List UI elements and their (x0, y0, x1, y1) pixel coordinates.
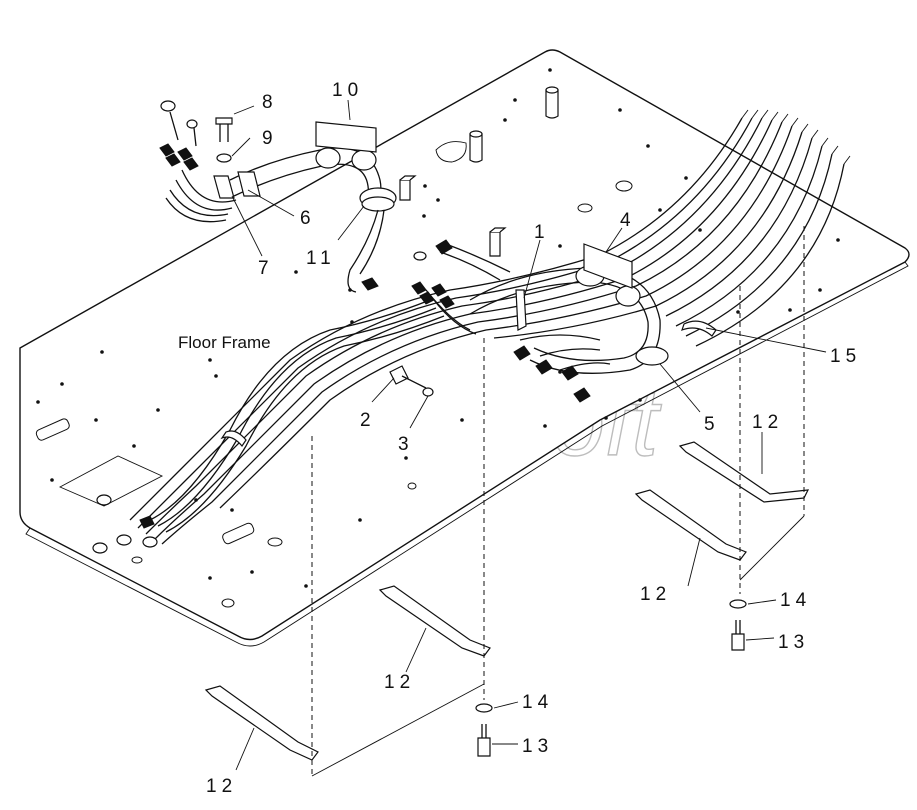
terminal-lugs (92, 494, 158, 554)
callout-14-left: 14 (522, 692, 553, 713)
callout-4: 4 (620, 210, 636, 231)
standoff-posts (399, 86, 559, 257)
callout-6: 6 (300, 208, 316, 229)
callout-13-right: 13 (778, 632, 809, 653)
bottom-fasteners (475, 599, 747, 757)
center-connectors (411, 281, 477, 335)
callout-3: 3 (398, 434, 414, 455)
center-pipe-assembly (413, 239, 669, 403)
callout-12-right: 12 (752, 412, 783, 433)
callout-7: 7 (258, 258, 274, 279)
callout-12-left: 12 (206, 776, 237, 797)
callout-12-mid: 12 (384, 672, 415, 693)
callout-2: 2 (360, 410, 376, 431)
callout-15: 15 (830, 346, 861, 367)
floor-frame-plate (19, 49, 910, 647)
callout-10: 10 (332, 80, 363, 101)
callout-13-left: 13 (522, 736, 553, 757)
callout-9: 9 (262, 128, 278, 149)
assembly-lines (311, 226, 805, 777)
callouts: 1 2 3 4 5 6 7 8 9 10 11 12 12 12 12 13 1… (206, 80, 861, 797)
cable-harness (129, 109, 851, 545)
upper-left-pipe-assembly (159, 100, 397, 293)
floor-frame-label: Floor Frame (178, 333, 271, 352)
callout-1: 1 (534, 222, 550, 243)
bolts-and-washers (215, 117, 434, 397)
clamp-brackets (204, 441, 810, 761)
callout-12-mid-right: 12 (640, 584, 671, 605)
callout-5: 5 (704, 414, 720, 435)
leader-lines (231, 99, 827, 771)
callout-11: 11 (306, 248, 336, 269)
callout-14-right: 14 (780, 590, 811, 611)
callout-8: 8 (262, 92, 278, 113)
